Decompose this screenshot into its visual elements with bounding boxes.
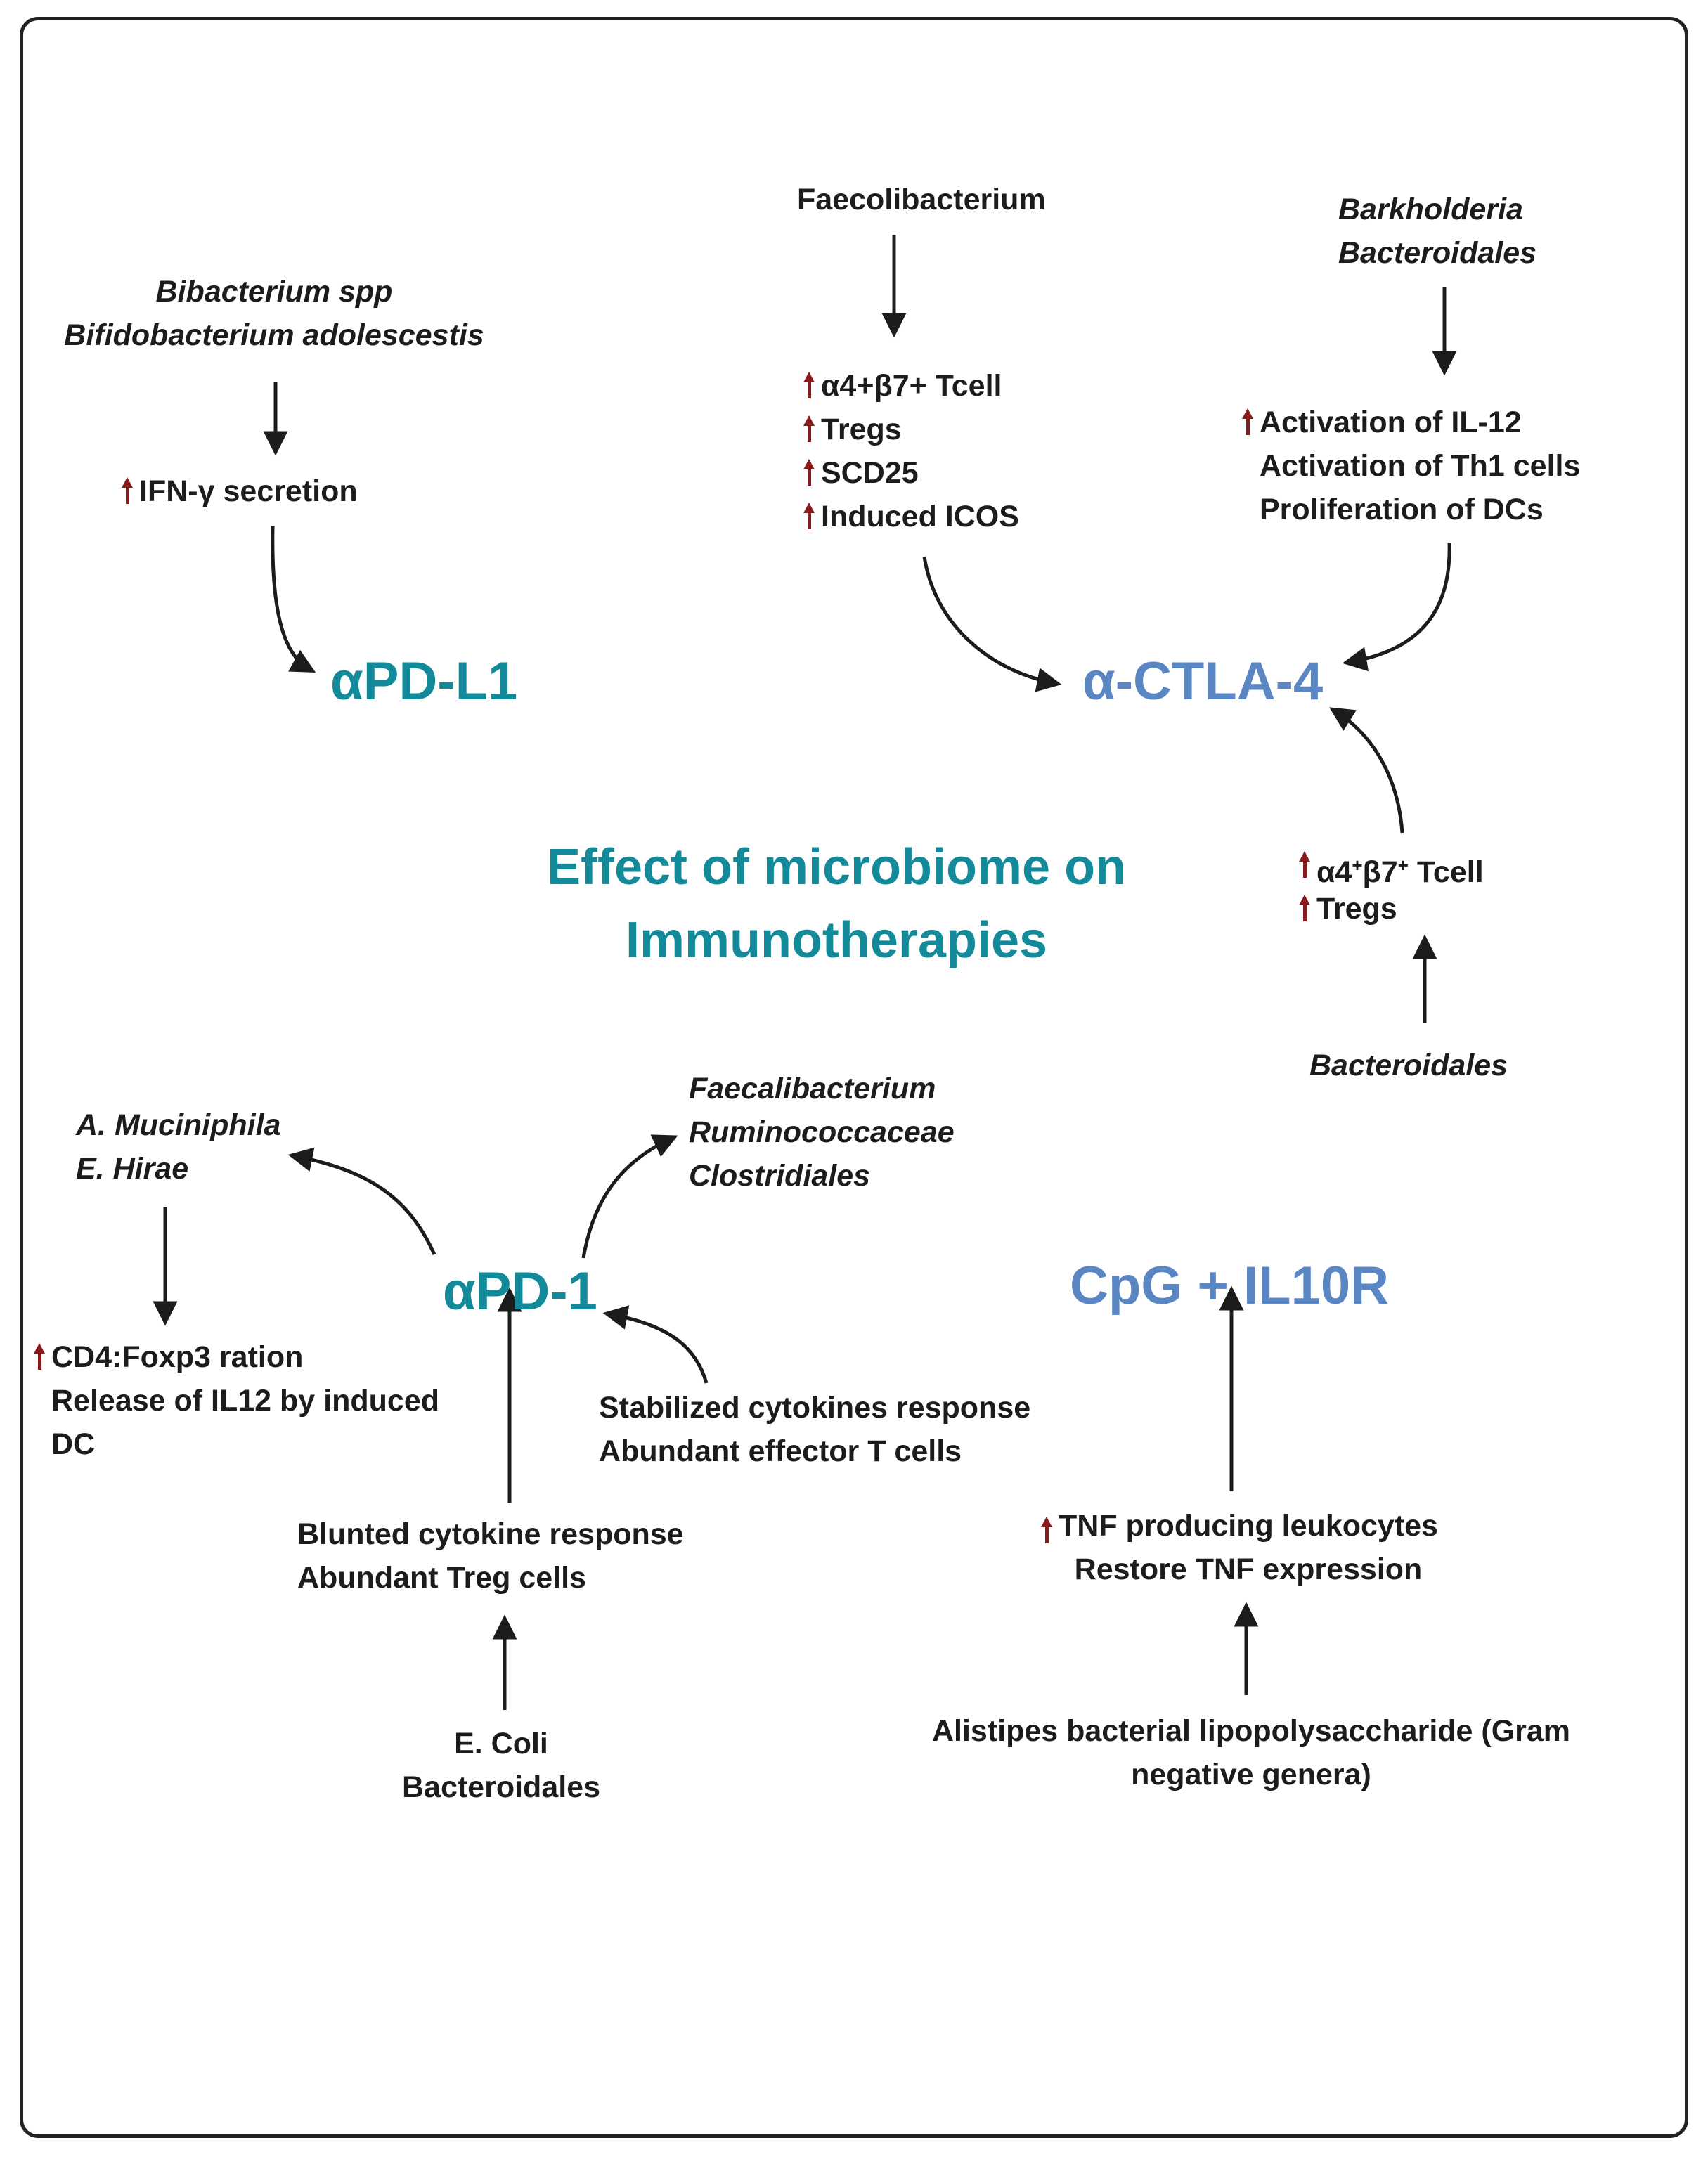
bacteria-name: Alistipes bacterial lipopolysaccharide (… [931,1714,1571,1748]
effect-label: Activation of IL-12 [1260,406,1522,439]
arrow-ifng-to-pdl1 [271,525,316,673]
increase-arrow-icon [1298,851,1312,878]
arrow-effects-to-ctla4-right [1342,542,1451,672]
effect-label: CD4:Foxp3 ration [51,1340,304,1374]
effect-label-tcell: Tcell [1408,855,1484,889]
target-cpg-il10r: CpG + IL10R [1070,1256,1389,1316]
effect-label-beta7: β7 [1362,855,1398,889]
cpg-bacteria: Alistipes bacterial lipopolysaccharide (… [900,1709,1603,1796]
bacteria-name: A. Muciniphila [76,1108,281,1142]
effect-label: TNF producing leukocytes [1059,1509,1438,1543]
effect-label: Abundant Treg cells [297,1561,586,1595]
superscript-plus: + [1352,855,1363,876]
effect-label: DC [51,1427,96,1461]
effect-label: IFN-γ secretion [139,474,358,508]
bacteria-name: Bacteroidales [401,1770,601,1804]
effect-label: α4+β7+ Tcell [821,369,1002,403]
diagram-title: Effect of microbiome on Immunotherapies [436,831,1237,977]
cpg-effects: TNF producing leukocytes Restore TNF exp… [1041,1504,1445,1591]
increase-arrow-icon [1040,1517,1054,1543]
bacteria-name: E. Hirae [76,1152,189,1186]
ctla4-faecolibacterium: Faecolibacterium [797,183,1046,216]
bacteria-name: Ruminococcaceae [689,1115,955,1149]
arrow-pd1-to-muciniphila [287,1147,436,1256]
effect-label: Restore TNF expression [1074,1552,1423,1586]
pd1-effects-left: CD4:Foxp3 ration Release of IL12 by indu… [34,1335,440,1466]
pdl1-bacteria: Bibacterium spp Bifidobacterium adolesce… [42,270,506,357]
target-pdl1: αPD-L1 [330,651,518,711]
bacteria-name: Barkholderia [1338,193,1523,226]
ctla4-bacteroidales: Bacteroidales [1309,1049,1508,1082]
effect-label-alpha4: α4 [1316,855,1352,889]
increase-arrow-icon [802,503,816,529]
arrow-tregs-to-ctla4 [1329,707,1404,834]
increase-arrow-icon [32,1343,46,1370]
effect-label: Tregs [1316,892,1397,926]
ctla4-group2-effects: Activation of IL-12 Activation of Th1 ce… [1242,401,1581,531]
effect-label: Induced ICOS [821,500,1019,533]
effect-label: Tregs [821,413,902,446]
effect-label: Proliferation of DCs [1260,493,1544,526]
bacteria-name: E. Coli [454,1727,548,1761]
title-line-2: Immunotherapies [625,912,1048,968]
ctla4-group1-effects: α4+β7+ Tcell Tregs SCD25 Induced ICOS [803,364,1019,538]
pdl1-effects: IFN-γ secretion [122,469,358,513]
pd1-blunted-response: Blunted cytokine response Abundant Treg … [297,1512,684,1600]
increase-arrow-icon [120,477,134,504]
arrow-pd1-to-faecalibacterium [581,1134,678,1259]
superscript-plus: + [1397,855,1409,876]
effect-label: Stabilized cytokines response [599,1391,1031,1425]
diagram-frame [20,17,1688,2138]
bacteria-name: Faecalibacterium [689,1072,936,1106]
pd1-bacteria-right: Faecalibacterium Ruminococcaceae Clostri… [689,1067,955,1198]
effect-label: Release of IL12 by induced [51,1384,440,1418]
increase-arrow-icon [1241,408,1255,435]
increase-arrow-icon [802,459,816,486]
title-line-1: Effect of microbiome on [546,839,1127,895]
pd1-stabilized-response: Stabilized cytokines response Abundant e… [599,1386,1030,1473]
bacteria-name: Bifidobacterium adolescestis [64,318,484,352]
bacteria-name: Bacteroidales [1338,236,1537,270]
effect-label: Abundant effector T cells [599,1434,962,1468]
effect-label: Activation of Th1 cells [1260,449,1581,483]
effect-label: SCD25 [821,456,919,490]
target-ctla4: α-CTLA-4 [1082,651,1324,711]
increase-arrow-icon [802,372,816,398]
pd1-bacteria-bottom: E. Coli Bacteroidales [361,1722,642,1809]
bacteria-name: Clostridiales [689,1159,871,1193]
effect-label: Blunted cytokine response [297,1517,684,1551]
arrow-effects-to-ctla4 [922,556,1062,692]
bacteria-name: negative genera) [1131,1758,1371,1791]
bacteria-name: Bibacterium spp [155,275,393,309]
ctla4-group3-effects: α4+β7+ Tcell Tregs [1299,843,1484,931]
arrow-stabilized-to-pd1 [602,1305,709,1384]
pd1-bacteria-left: A. Muciniphila E. Hirae [76,1103,280,1191]
ctla4-group2-bacteria: Barkholderia Bacteroidales [1338,188,1536,275]
increase-arrow-icon [1298,895,1312,921]
target-pd1: αPD-1 [443,1262,597,1321]
increase-arrow-icon [802,415,816,442]
